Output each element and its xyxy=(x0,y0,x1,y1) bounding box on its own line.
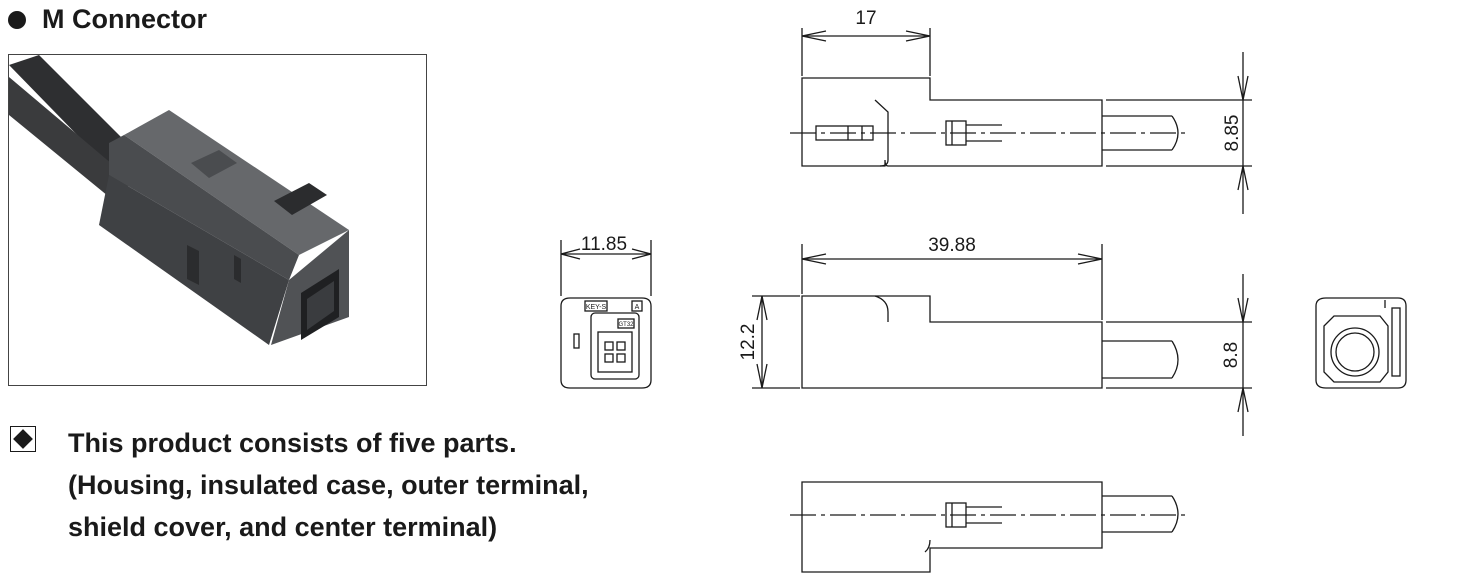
dim-side-length: 39.88 xyxy=(928,235,976,256)
diamond-bullet-icon xyxy=(10,426,36,452)
front-corner-label: A xyxy=(635,304,640,311)
note-line-2: (Housing, insulated case, outer terminal… xyxy=(68,470,589,500)
front-view xyxy=(560,240,652,389)
dim-top-height: 8.85 xyxy=(1222,115,1243,152)
title-text: M Connector xyxy=(42,4,207,34)
connector-photo-illustration xyxy=(9,55,349,345)
front-key-label: KEY-S xyxy=(586,304,607,311)
bullet-dot-icon xyxy=(8,10,26,29)
bottom-view xyxy=(790,481,1190,573)
note-line-1: This product consists of five parts. xyxy=(68,428,517,458)
rear-view xyxy=(1315,297,1407,389)
front-small-label: GT32 xyxy=(618,322,634,328)
page-title: M Connector xyxy=(8,4,207,35)
top-view xyxy=(790,28,1252,214)
note-line-3: shield cover, and center terminal) xyxy=(68,512,498,542)
product-note: This product consists of five parts. (Ho… xyxy=(10,422,589,548)
dim-side-height-right: 8.8 xyxy=(1221,342,1242,368)
dim-front-width: 11.85 xyxy=(581,234,627,255)
product-photo xyxy=(8,54,427,386)
side-view xyxy=(752,244,1252,436)
note-lines: This product consists of five parts. (Ho… xyxy=(68,422,589,548)
dim-side-height-left: 12.2 xyxy=(738,324,759,361)
dim-top-width: 17 xyxy=(855,8,876,29)
